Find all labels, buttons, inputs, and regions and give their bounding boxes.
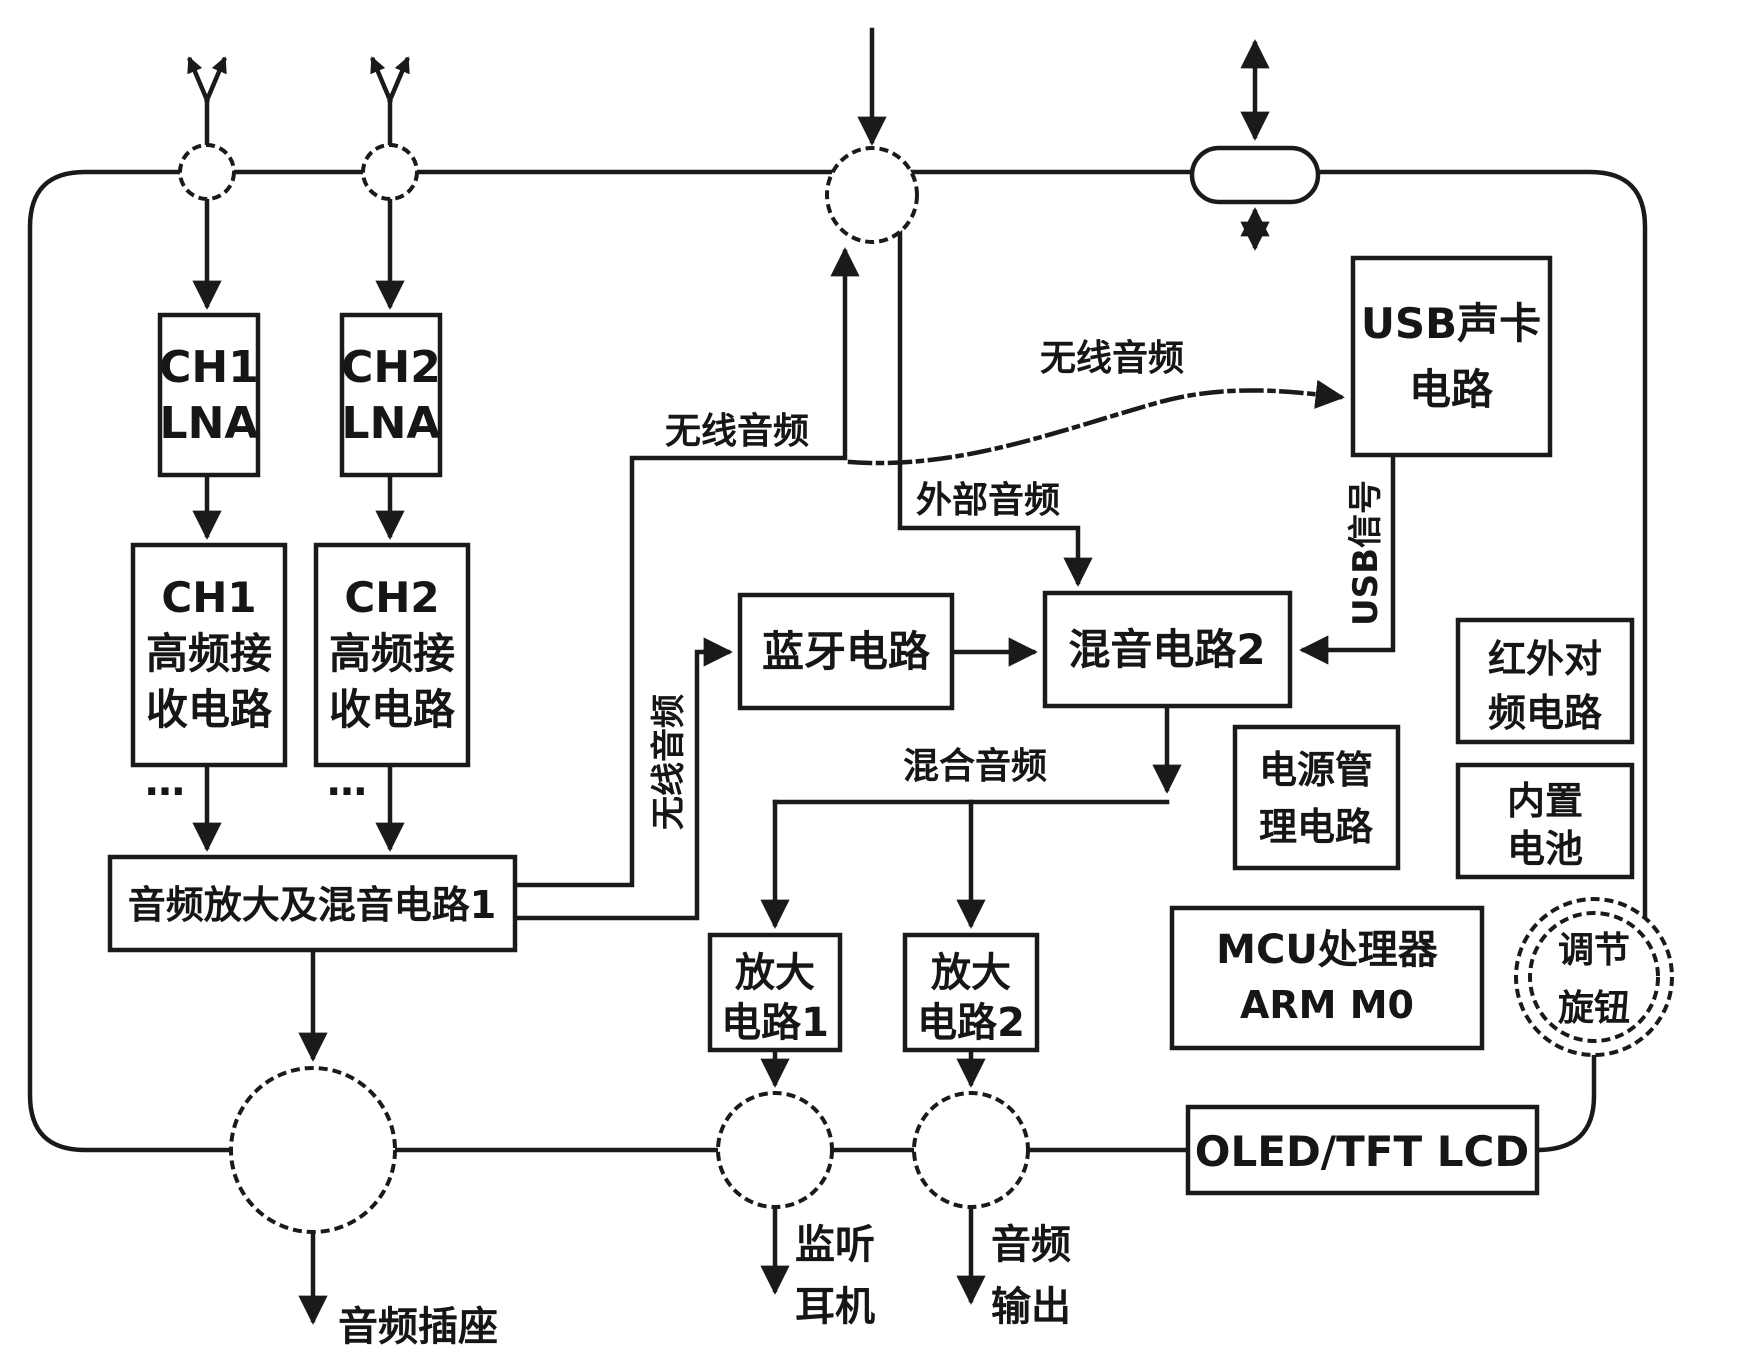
block-oled [1185, 1104, 1540, 1196]
case-border [27, 169, 1648, 1153]
label-audio-out: 音频 [991, 1222, 1071, 1268]
wire-wireless-audio-to-port [512, 247, 860, 888]
block-ir-pairing-label: 频电路 [1488, 691, 1603, 735]
label-wireless-audio-left: 无线音频 [665, 411, 809, 452]
label-mixed-audio: 混合音频 [903, 746, 1047, 787]
block-oled-label: OLED/TFT LCD [1195, 1127, 1529, 1176]
label-external-audio: 外部音频 [916, 480, 1060, 521]
label-audio-jack: 音频插座 [338, 1304, 498, 1350]
block-bluetooth-label: 蓝牙电路 [762, 627, 931, 676]
antenna-2-icon [370, 56, 410, 150]
block-mcu-label: ARM M0 [1240, 983, 1414, 1027]
block-ch2-lna-label: CH2 [341, 342, 441, 393]
block-amp-mix1-label: 音频放大及混音电路1 [128, 883, 496, 927]
block-ir-pairing-label: 红外对 [1488, 637, 1602, 681]
block-usb-soundcard-label: USB声卡 [1361, 299, 1541, 348]
block-ch2-rf-label: CH2 [344, 573, 439, 622]
adjust-knob-label: 调节 [1558, 930, 1630, 971]
block-ch1-lna-label: LNA [160, 398, 259, 449]
antenna-connector-1 [178, 143, 236, 201]
block-mixer2 [1042, 590, 1293, 709]
block-ch1-rf-label: CH1 [161, 573, 256, 622]
block-ir-pairing [1455, 617, 1635, 745]
block-amp2-label: 电路2 [917, 1000, 1025, 1046]
block-power-mgmt [1232, 724, 1401, 871]
block-amp1-label: 电路1 [721, 1000, 829, 1046]
wire-ampmix1-to-bluetooth [512, 637, 733, 921]
block-power-mgmt-label: 理电路 [1259, 805, 1374, 849]
block-battery-label: 内置 [1507, 779, 1583, 823]
label-wireless-audio-to-bt: 无线音频 [649, 694, 689, 830]
block-battery-label: 电池 [1507, 827, 1583, 871]
block-ch1-rf [130, 542, 288, 768]
label-monitor-phones: 耳机 [795, 1284, 875, 1330]
antenna-connector-2 [361, 143, 419, 201]
more-channels-ellipsis: … [145, 759, 185, 805]
more-channels-ellipsis: … [327, 759, 367, 805]
block-mcu-label: MCU处理器 [1216, 927, 1439, 973]
block-battery [1455, 762, 1635, 880]
block-amp2-label: 放大 [931, 950, 1011, 996]
aux-port-connector [825, 146, 919, 244]
wire-usb-signal-to-mixer2 [1299, 452, 1396, 665]
label-audio-out: 输出 [991, 1284, 1071, 1330]
block-mixer2-label: 混音电路2 [1068, 625, 1265, 674]
adjust-knob-inner [1528, 911, 1660, 1043]
block-ch1-rf-label: 收电路 [146, 685, 273, 734]
block-ch2-rf-label: 高频接 [329, 629, 455, 678]
block-amp2 [902, 932, 1040, 1053]
antenna-1-icon [187, 56, 227, 150]
label-usb-signal: USB信号 [1346, 480, 1386, 626]
wire-wireless-audio-to-usb-soundcard [847, 379, 1345, 466]
block-ch1-rf-label: 高频接 [146, 629, 272, 678]
block-ch2-lna-label: LNA [342, 398, 441, 449]
adjust-knob-label: 旋钮 [1558, 988, 1630, 1029]
block-ch1-lna [157, 312, 261, 478]
block-usb-soundcard-label: 电路 [1409, 365, 1494, 414]
block-bluetooth [737, 592, 955, 711]
lineout-connector [912, 1091, 1030, 1209]
block-amp1-label: 放大 [735, 950, 815, 996]
audio-jack-connector [229, 1066, 397, 1234]
block-ch1-lna-label: CH1 [159, 342, 259, 393]
wire-external-audio-to-mixer2 [897, 229, 1093, 587]
block-usb-soundcard [1350, 255, 1553, 458]
block-power-mgmt-label: 电源管 [1259, 748, 1373, 792]
block-ch2-lna [339, 312, 443, 478]
case-border-knob-to-oled [1534, 1050, 1597, 1153]
block-amp-mix1 [107, 854, 518, 953]
usb-port-connector [1189, 145, 1321, 205]
block-ch2-rf-label: 收电路 [329, 685, 456, 734]
label-wireless-audio-to-usb: 无线音频 [1040, 338, 1184, 379]
phones-connector [716, 1091, 834, 1209]
block-ch2-rf [313, 542, 471, 768]
label-monitor-phones: 监听 [795, 1222, 875, 1268]
block-mcu [1169, 905, 1485, 1051]
block-amp1 [707, 932, 843, 1053]
